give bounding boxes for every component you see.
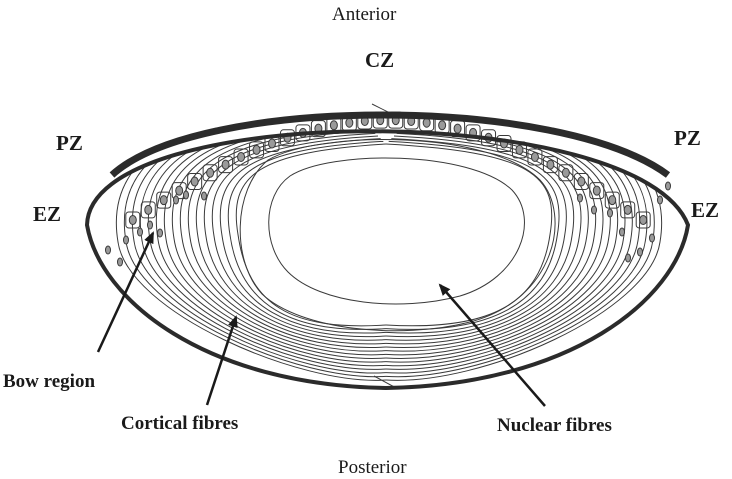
cell-nucleus xyxy=(128,214,137,225)
cell-nucleus xyxy=(592,185,601,196)
epithelial-cell xyxy=(573,173,589,190)
nuclear-fibres-label: Nuclear fibres xyxy=(497,415,612,436)
nucleus-outer-ring xyxy=(239,139,556,332)
cell-nucleus xyxy=(268,138,276,149)
bow-nucleus xyxy=(183,190,189,200)
epithelial-cell xyxy=(620,201,636,219)
epithelial-cell xyxy=(202,164,218,182)
epithelial-cell xyxy=(279,129,295,147)
fibre-line-left xyxy=(203,132,387,341)
cell-nucleus xyxy=(190,176,199,187)
bow-nucleus xyxy=(619,227,625,237)
bow-region-arrow xyxy=(96,231,155,353)
epithelial-cell xyxy=(496,134,512,152)
bow-nucleus xyxy=(591,205,597,215)
posterior-label: Posterior xyxy=(338,457,407,478)
fibre-line-right xyxy=(385,140,560,330)
cell-nucleus xyxy=(252,144,261,155)
cell-nucleus xyxy=(530,151,539,162)
epithelial-cell xyxy=(125,211,141,229)
cell-nucleus xyxy=(438,120,447,131)
fibre-line-left xyxy=(219,138,387,334)
fibre-line-left xyxy=(235,143,387,327)
cell-nucleus xyxy=(546,159,555,170)
cell-nucleus xyxy=(453,123,462,134)
bow-nucleus xyxy=(105,245,111,255)
bow-nucleus xyxy=(123,235,129,245)
fibre-line-right xyxy=(385,143,553,327)
bow-nucleus xyxy=(649,233,655,243)
cell-nucleus xyxy=(608,195,617,206)
cell-nucleus xyxy=(329,120,338,131)
cortical-fibres-arrow xyxy=(205,315,238,406)
epithelial-cell xyxy=(635,211,651,229)
epithelial-cell xyxy=(589,182,605,200)
cell-nucleus xyxy=(206,167,215,178)
epithelial-cell xyxy=(558,164,574,182)
epithelial-cell xyxy=(233,148,249,166)
epithelial-cell xyxy=(218,156,234,174)
ez-right-label: EZ xyxy=(691,198,720,222)
bow-nucleus xyxy=(147,220,153,230)
epithelial-cell xyxy=(156,191,172,209)
pz-right-label: PZ xyxy=(674,126,701,150)
bow-nucleus xyxy=(173,195,179,205)
fibre-line-right xyxy=(385,131,663,381)
fibre-line-left xyxy=(115,131,387,381)
lens-capsule xyxy=(84,129,691,391)
epithelial-cell xyxy=(310,120,326,138)
epithelial-cell xyxy=(187,173,203,190)
fibre-line-right xyxy=(385,131,633,367)
cell-nucleus xyxy=(221,159,230,170)
cell-nucleus xyxy=(237,151,246,162)
cell-nucleus xyxy=(577,176,586,187)
nuclear-fibres-arrow xyxy=(438,283,546,407)
fibre-line-right xyxy=(385,131,589,345)
bow-nucleus xyxy=(665,181,671,191)
epithelial-cell xyxy=(527,148,543,166)
epithelial-cells xyxy=(105,111,671,267)
fibre-line-right xyxy=(385,132,582,341)
epithelial-cell xyxy=(140,201,156,219)
cell-nucleus xyxy=(623,204,632,215)
bow-region-label: Bow region xyxy=(3,371,96,392)
fibre-line-right xyxy=(385,138,567,334)
fibre-line-right xyxy=(385,135,575,338)
epithelial-cell xyxy=(465,124,481,142)
pz-left-label: PZ xyxy=(56,131,83,155)
bow-nucleus xyxy=(607,208,613,218)
bow-nucleus xyxy=(117,257,123,267)
bow-nucleus xyxy=(137,227,143,237)
fibre-line-left xyxy=(187,131,387,349)
lens-nucleus xyxy=(268,157,525,305)
fibre-lines xyxy=(115,131,663,381)
cell-nucleus xyxy=(345,117,354,128)
bow-nucleus xyxy=(201,191,207,201)
fibre-line-left xyxy=(179,131,387,352)
bow-nucleus xyxy=(637,247,643,257)
cell-nucleus xyxy=(639,214,648,225)
anterior-capsule-thickening xyxy=(109,111,671,178)
anterior-label: Anterior xyxy=(332,4,397,25)
epithelial-cell xyxy=(604,191,620,209)
bow-nucleus xyxy=(625,253,631,263)
cz-label: CZ xyxy=(365,48,395,72)
epithelial-cell xyxy=(249,141,265,159)
cortical-fibres-label: Cortical fibres xyxy=(121,413,239,434)
epithelial-cell xyxy=(542,156,558,174)
cell-nucleus xyxy=(159,195,168,206)
cell-nucleus xyxy=(175,185,184,196)
bow-nucleus xyxy=(577,193,583,203)
cell-nucleus xyxy=(561,167,570,178)
fibre-line-left xyxy=(163,131,387,359)
cell-nucleus xyxy=(144,204,153,215)
ez-left-label: EZ xyxy=(33,202,62,226)
fibre-line-left xyxy=(195,131,387,345)
cell-nucleus xyxy=(515,144,524,155)
fibre-line-left xyxy=(227,140,387,330)
fibre-line-left xyxy=(211,135,387,338)
bow-nucleus xyxy=(657,195,663,205)
bow-nucleus xyxy=(157,228,163,238)
